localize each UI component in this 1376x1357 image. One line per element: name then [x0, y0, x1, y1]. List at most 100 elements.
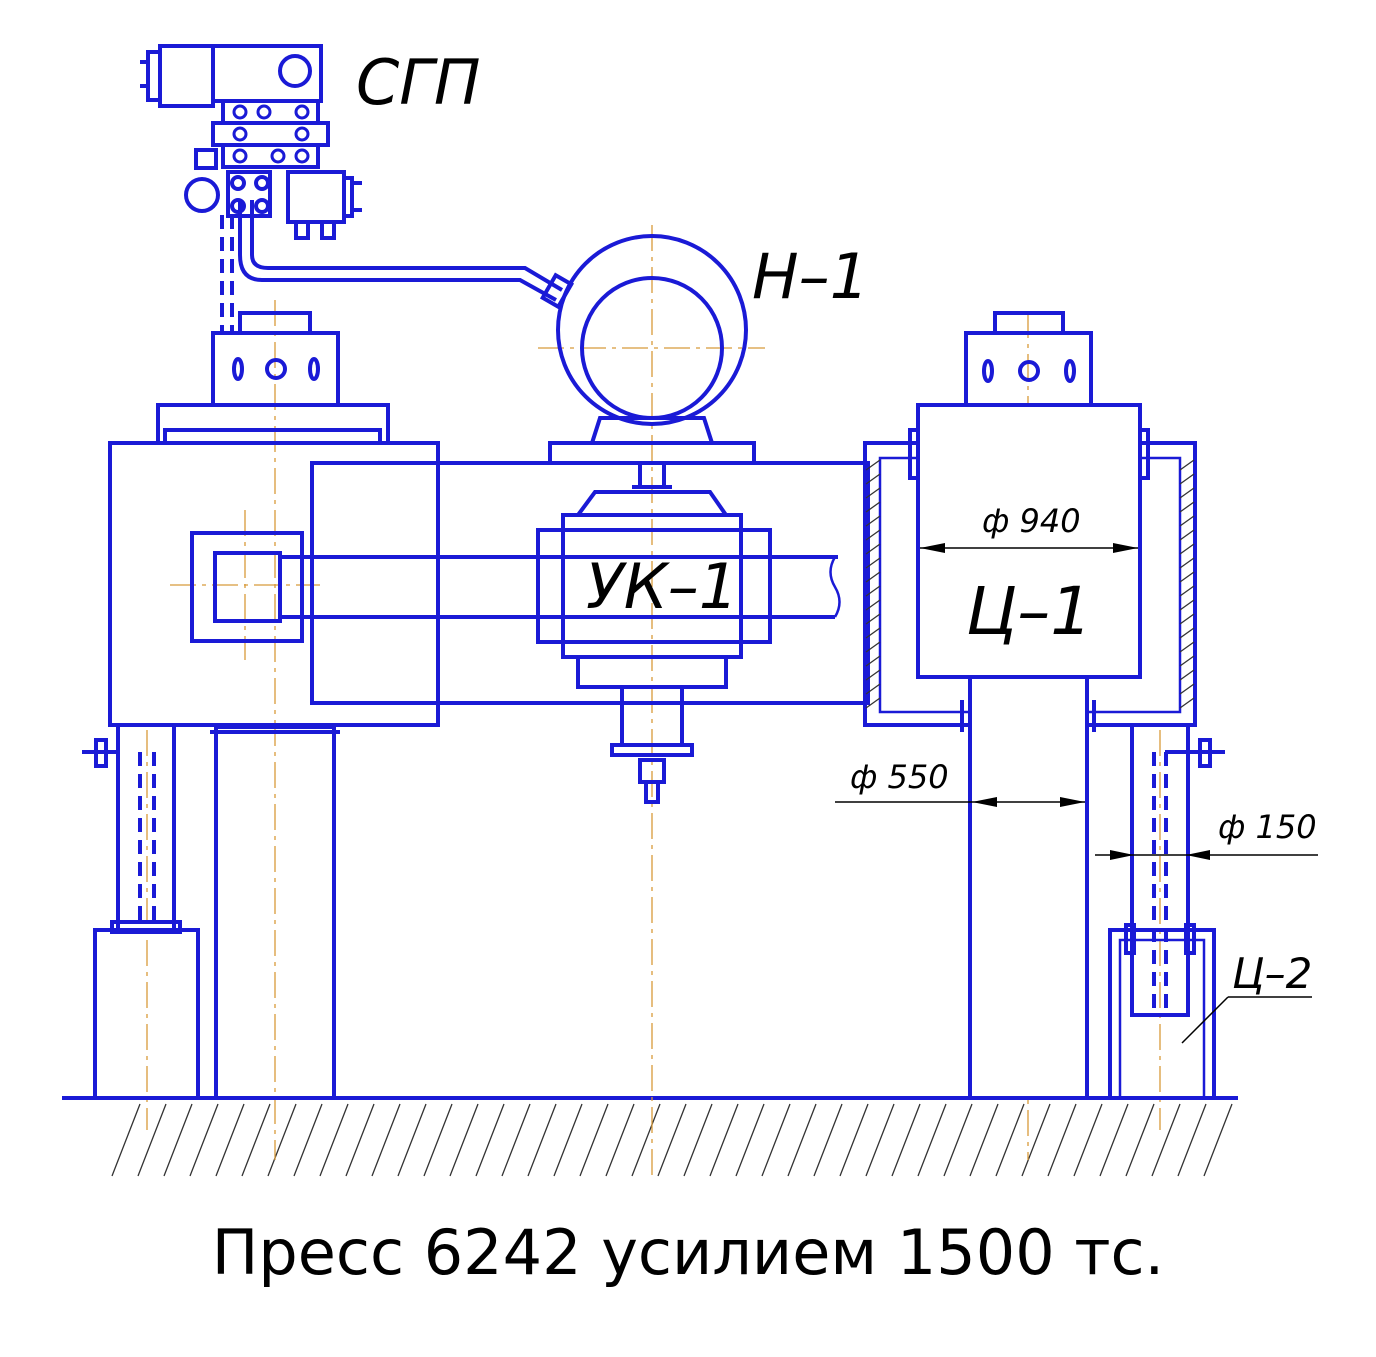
- uk1-unit: [536, 490, 772, 804]
- hatch-line: [267, 1103, 297, 1177]
- hatch-line: [319, 1103, 349, 1177]
- hatch-line: [1177, 1103, 1207, 1177]
- hatch-line: [579, 1103, 609, 1177]
- hatch-line: [839, 1103, 869, 1177]
- hatch-line: [1179, 459, 1195, 471]
- label-ts1: Ц–1: [966, 573, 1092, 650]
- hatch-line: [865, 697, 881, 709]
- hatch-line: [1179, 655, 1195, 667]
- hatch-line: [865, 501, 881, 513]
- hatch-line: [865, 487, 881, 499]
- dim-150: ф 150: [1218, 808, 1317, 846]
- hatch-line: [1047, 1103, 1077, 1177]
- hatch-line: [1179, 599, 1195, 611]
- hatch-line: [787, 1103, 817, 1177]
- hatch-line: [293, 1103, 323, 1177]
- hatch-line: [917, 1103, 947, 1177]
- hatch-line: [1179, 529, 1195, 541]
- hatch-line: [1179, 585, 1195, 597]
- hatch-line: [891, 1103, 921, 1177]
- left-column-cylinder: [82, 723, 200, 1100]
- hatch-line: [1179, 543, 1195, 555]
- cylinder-ts1: [863, 311, 1197, 1100]
- hatch-line: [995, 1103, 1025, 1177]
- hatch-line: [865, 655, 881, 667]
- hatch-line: [1179, 669, 1195, 681]
- hatch-line: [865, 641, 881, 653]
- hatch-line: [865, 571, 881, 583]
- hatch-line: [813, 1103, 843, 1177]
- caption: Пресс 6242 усилием 1500 тс.: [211, 1216, 1165, 1289]
- hatch-line: [501, 1103, 531, 1177]
- hatch-line: [865, 473, 881, 485]
- hatch-line: [1099, 1103, 1129, 1177]
- label-sgp: СГП: [356, 46, 480, 119]
- hatch-line: [553, 1103, 583, 1177]
- hatch-line: [1073, 1103, 1103, 1177]
- hatch-line: [865, 613, 881, 625]
- hatch-line: [345, 1103, 375, 1177]
- hatch-line: [709, 1103, 739, 1177]
- hatch-line: [865, 543, 881, 555]
- hatch-line: [189, 1103, 219, 1177]
- hatch-line: [631, 1103, 661, 1177]
- hatch-line: [865, 557, 881, 569]
- hatch-line: [1151, 1103, 1181, 1177]
- hatch-line: [969, 1103, 999, 1177]
- ground: [62, 1096, 1238, 1177]
- hatch-line: [527, 1103, 557, 1177]
- hatch-line: [1125, 1103, 1155, 1177]
- housing-hatching: [865, 459, 1195, 709]
- label-ts2: Ц–2: [1232, 949, 1312, 998]
- sgp-panel: [140, 44, 362, 240]
- pump-n1: [548, 234, 756, 489]
- dim-940: ф 940: [982, 502, 1081, 540]
- hatch-line: [397, 1103, 427, 1177]
- hatch-line: [865, 683, 881, 695]
- hatch-line: [943, 1103, 973, 1177]
- hatch-line: [1179, 627, 1195, 639]
- hatch-line: [865, 515, 881, 527]
- hatch-line: [605, 1103, 635, 1177]
- hatch-line: [865, 669, 881, 681]
- ground-hatching: [111, 1103, 1233, 1177]
- hatch-line: [1179, 697, 1195, 709]
- dim-550: ф 550: [850, 758, 949, 796]
- hatch-line: [657, 1103, 687, 1177]
- label-n1: Н–1: [752, 240, 869, 313]
- hatch-line: [1179, 487, 1195, 499]
- hatch-line: [111, 1103, 141, 1177]
- hatch-line: [1179, 515, 1195, 527]
- hatch-line: [865, 459, 881, 471]
- hatch-line: [371, 1103, 401, 1177]
- hatch-line: [1179, 473, 1195, 485]
- hatch-line: [865, 529, 881, 541]
- label-uk1: УК–1: [586, 550, 738, 623]
- hatch-line: [865, 599, 881, 611]
- hatch-line: [1179, 501, 1195, 513]
- hatch-line: [1179, 571, 1195, 583]
- hatch-line: [1179, 641, 1195, 653]
- hatch-line: [423, 1103, 453, 1177]
- hatch-line: [1179, 557, 1195, 569]
- hatch-line: [163, 1103, 193, 1177]
- hatch-line: [865, 1103, 895, 1177]
- hatch-line: [1179, 683, 1195, 695]
- crosshead: [108, 311, 870, 727]
- dimension-lines: [835, 543, 1318, 1044]
- hatch-line: [475, 1103, 505, 1177]
- hatch-line: [1179, 613, 1195, 625]
- hatch-line: [761, 1103, 791, 1177]
- hatch-line: [683, 1103, 713, 1177]
- hatch-line: [865, 627, 881, 639]
- hatch-line: [241, 1103, 271, 1177]
- hatch-line: [735, 1103, 765, 1177]
- pipeline: [220, 200, 575, 333]
- hatch-line: [215, 1103, 245, 1177]
- cylinder-ts2: [1108, 723, 1225, 1100]
- hatch-line: [1203, 1103, 1233, 1177]
- hatch-line: [1021, 1103, 1051, 1177]
- hatch-line: [137, 1103, 167, 1177]
- hatch-line: [449, 1103, 479, 1177]
